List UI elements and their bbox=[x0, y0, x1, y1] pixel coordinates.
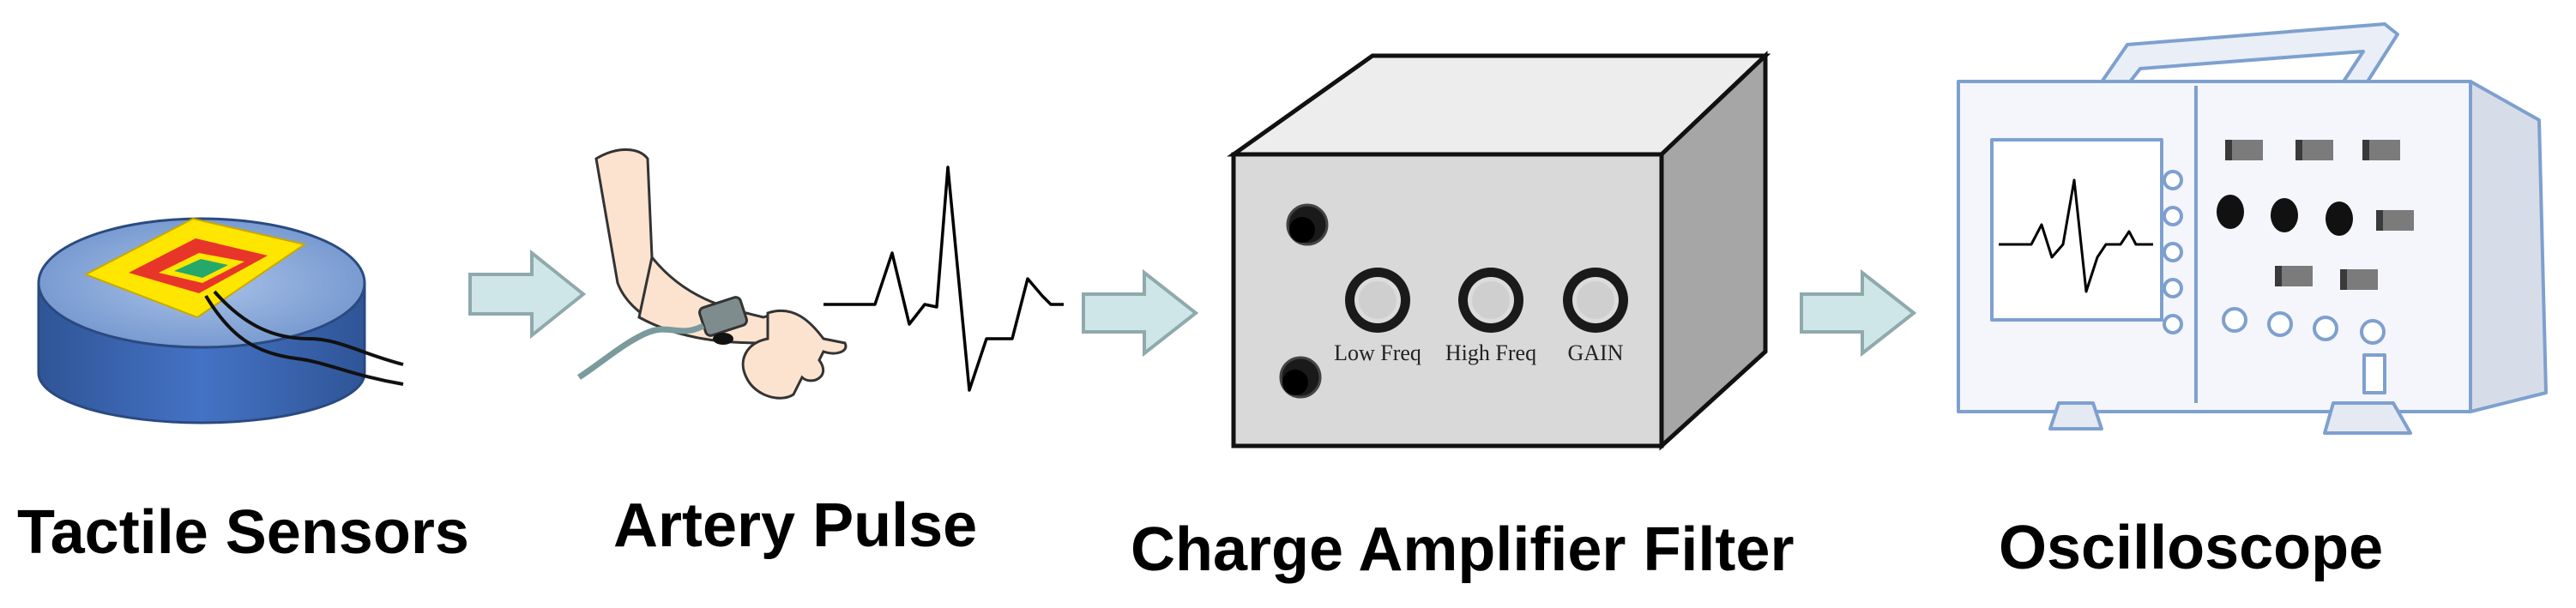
caption-artery-pulse: Artery Pulse bbox=[613, 491, 978, 560]
input-jack-bottom bbox=[1279, 356, 1322, 399]
low-freq-label: Low Freq bbox=[1334, 340, 1421, 365]
oscilloscope-icon bbox=[1957, 22, 2548, 435]
input-jack-top bbox=[1286, 203, 1329, 246]
flow-arrow-2 bbox=[1082, 268, 1199, 358]
caption-tactile-sensors: Tactile Sensors bbox=[17, 498, 469, 567]
caption-oscilloscope: Oscilloscope bbox=[1999, 514, 2384, 582]
high-freq-knob bbox=[1458, 268, 1523, 333]
high-freq-label: High Freq bbox=[1445, 340, 1536, 365]
gain-label: GAIN bbox=[1568, 340, 1624, 365]
flow-arrow-1 bbox=[468, 249, 587, 340]
gain-knob bbox=[1563, 268, 1628, 333]
flow-arrow-3 bbox=[1800, 268, 1917, 358]
arm-with-sensor-icon bbox=[577, 148, 848, 400]
low-freq-knob bbox=[1345, 268, 1410, 333]
tactile-sensor-icon bbox=[37, 217, 404, 424]
charge-amplifier-box: Low Freq High Freq GAIN bbox=[1227, 51, 1771, 451]
caption-charge-amplifier-filter: Charge Amplifier Filter bbox=[1131, 515, 1795, 584]
pulse-waveform bbox=[823, 166, 1064, 392]
